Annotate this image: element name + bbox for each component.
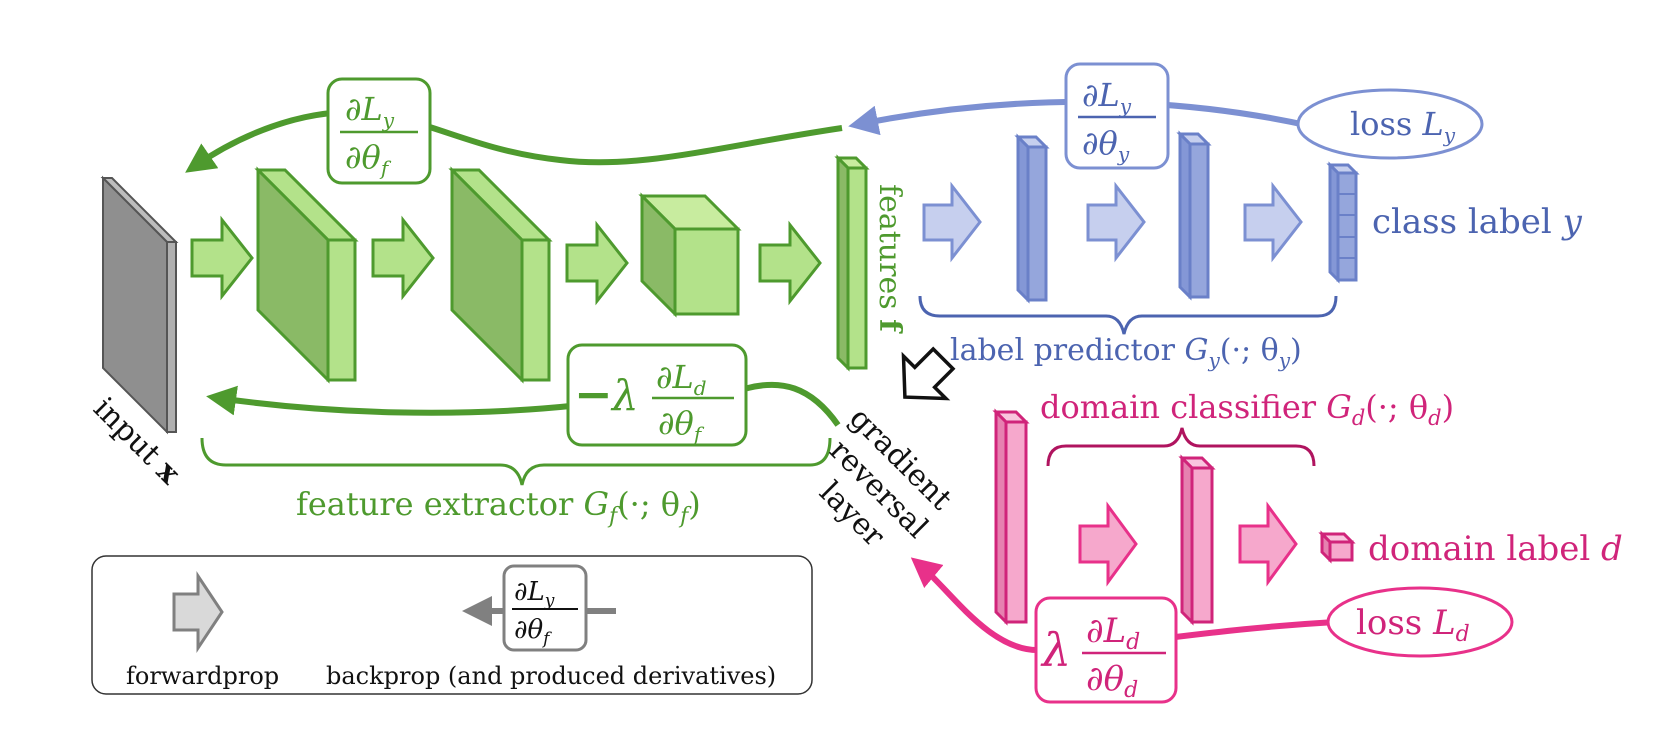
feature-extractor-label: feature extractor Gf(·; θf) [296,485,701,529]
conv-layer-2 [448,166,553,384]
conv-layer-3 [638,192,742,318]
legend-backprop-label: backprop (and produced derivatives) [326,662,776,690]
backprop-curve-features-to-input-top [185,108,843,173]
label-forward-arrow-2 [1086,181,1146,263]
label-predictor-brace [918,295,1338,335]
forward-arrow-1 [190,215,254,301]
domain-label-output-layer [1318,530,1356,564]
legend: forwardprop ∂Ly ∂θf backprop (and produc… [91,555,813,695]
svg-text:loss Ld: loss Ld [1356,603,1470,647]
svg-text:∂Ld: ∂Ld [656,358,707,400]
svg-text:∂Ld: ∂Ld [1086,611,1140,655]
label-predictor-label: label predictor Gy(·; θy) [950,333,1302,372]
svg-text:−: − [574,367,613,421]
forward-arrow-3 [565,220,629,306]
class-label-output-layer [1326,161,1360,284]
domain-forward-arrow-1 [1078,501,1138,587]
gradient-reversal-arrow-icon [901,346,956,401]
features-label: features f [872,184,907,334]
derivative-box-dLy-dthetay: ∂Ly ∂θy [1064,62,1170,170]
domain-forward-arrow-2 [1238,501,1298,587]
label-forward-arrow-3 [1243,181,1303,263]
svg-text:∂θd: ∂θd [1086,659,1138,703]
domain-classifier-label: domain classifier Gd(·; θd) [1040,388,1454,430]
svg-text:∂θy: ∂θy [1082,124,1130,166]
hollow-right-arrow-icon [172,571,224,653]
svg-text:∂θf: ∂θf [345,138,392,180]
label-layer-2 [1176,130,1212,301]
features-layer [834,154,870,372]
derivative-box-lambda-dLd-dthetad: λ ∂Ld ∂θd [1034,596,1178,704]
input-layer [100,175,179,435]
domain-layer-1 [992,408,1030,626]
svg-text:∂Ly: ∂Ly [1082,76,1132,118]
domain-label-text: domain label d [1368,529,1623,569]
forward-arrow-2 [371,215,435,301]
feature-extractor-brace [200,437,832,486]
domain-classifier-brace [1046,427,1316,467]
loss-y-node: loss Ly [1296,88,1484,160]
label-forward-arrow-1 [922,181,982,263]
legend-forwardprop-label: forwardprop [126,662,279,690]
svg-text:∂Ly: ∂Ly [514,577,555,611]
loss-d-node: loss Ld [1326,586,1514,658]
class-label-text: class label y [1372,202,1583,242]
domain-layer-2 [1178,454,1216,626]
derivative-box-neg-lambda-dLd-dthetaf: − λ ∂Ld ∂θf [566,343,748,447]
derivative-box-dLy-dthetaf: ∂Ly ∂θf [326,77,432,185]
svg-text:loss Ly: loss Ly [1350,105,1456,147]
conv-layer-1 [254,166,359,384]
label-layer-1 [1014,133,1050,304]
legend-derivative-box: ∂Ly ∂θf [502,564,588,652]
svg-text:λ: λ [610,371,639,420]
svg-text:λ: λ [1040,623,1071,677]
svg-text:∂Ly: ∂Ly [345,90,395,132]
svg-text:∂θf: ∂θf [514,615,552,649]
forward-arrow-4 [758,220,822,306]
